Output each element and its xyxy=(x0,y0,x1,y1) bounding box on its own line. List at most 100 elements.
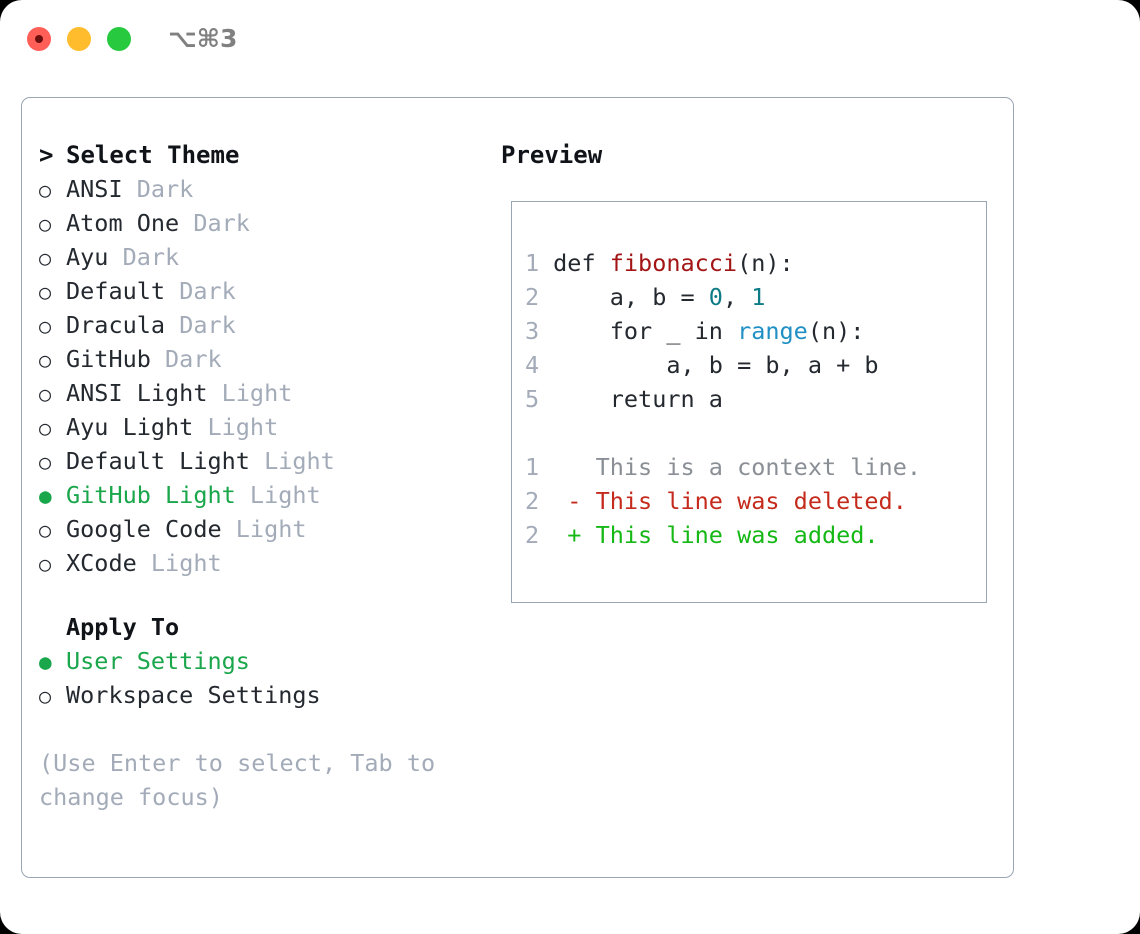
radio-unselected-icon: ○ xyxy=(39,314,52,338)
apply-to-option-label: User Settings xyxy=(66,647,250,675)
diff-marker: - xyxy=(567,487,596,515)
line-number: 2 xyxy=(525,283,540,311)
theme-list-item[interactable]: ○GitHub Dark xyxy=(39,342,509,376)
preview-column: Preview 1 def fibonacci(n):2 a, b = 0, 1… xyxy=(501,138,1001,603)
apply-to-header: Apply To xyxy=(39,610,509,644)
theme-list-item[interactable]: ○ANSI Dark xyxy=(39,172,509,206)
radio-unselected-icon: ○ xyxy=(39,416,52,440)
title-bar: ⌥⌘3 xyxy=(0,0,1140,78)
theme-name: Default Light xyxy=(66,447,250,475)
code-token: (n): xyxy=(737,249,794,277)
keyboard-shortcut-label: ⌥⌘3 xyxy=(168,24,238,53)
apply-to-list: ● User Settings ○ Workspace Settings xyxy=(39,644,509,712)
theme-list-item[interactable]: ○Dracula Dark xyxy=(39,308,509,342)
select-theme-header: > Select Theme xyxy=(39,138,509,172)
code-blank-line xyxy=(525,416,921,450)
theme-kind-badge: Dark xyxy=(122,175,194,203)
code-token: 0 xyxy=(708,283,723,311)
line-number: 1 xyxy=(525,453,540,481)
theme-list-item[interactable]: ○Ayu Dark xyxy=(39,240,509,274)
theme-name: Atom One xyxy=(66,209,180,237)
code-token: a, b = b, a + b xyxy=(553,351,879,379)
theme-name: ANSI xyxy=(66,175,123,203)
main-panel: >Select Theme ○ANSI Dark○Atom One Dark○A… xyxy=(21,97,1014,878)
code-line: 3 for _ in range(n): xyxy=(525,314,921,348)
theme-kind-badge: Light xyxy=(193,413,279,441)
radio-selected-icon: ● xyxy=(39,650,52,674)
apply-to-title-label: Apply To xyxy=(66,613,180,641)
line-number: 2 xyxy=(525,487,540,515)
radio-unselected-icon: ○ xyxy=(39,382,52,406)
code-line: 2 a, b = 0, 1 xyxy=(525,280,921,314)
theme-list-item[interactable]: ○ Google Code Light xyxy=(39,512,509,546)
theme-list-item[interactable]: ○Default Light Light xyxy=(39,444,509,478)
radio-unselected-icon: ○ xyxy=(39,212,52,236)
diff-text: This is a context line. xyxy=(595,453,922,481)
line-number: 1 xyxy=(525,249,540,277)
apply-to-indent xyxy=(39,610,66,644)
theme-name: Google Code xyxy=(66,515,222,543)
radio-unselected-icon: ○ xyxy=(39,348,52,372)
radio-unselected-icon: ○ xyxy=(39,684,52,708)
spacer xyxy=(39,580,509,610)
select-theme-title: Select Theme xyxy=(66,141,240,169)
theme-kind-badge: Light xyxy=(207,379,293,407)
theme-list-item[interactable]: ○ Default Dark xyxy=(39,274,509,308)
apply-to-option-label: Workspace Settings xyxy=(66,681,321,709)
code-token: fibonacci xyxy=(609,249,738,277)
code-token: range xyxy=(737,317,808,345)
theme-list-item[interactable]: ○XCode Light xyxy=(39,546,509,580)
theme-name: GitHub xyxy=(66,345,151,373)
theme-name: ANSI Light xyxy=(66,379,208,407)
code-line: 5 return a xyxy=(525,382,921,416)
theme-list-item[interactable]: ○ Ayu Light Light xyxy=(39,410,509,444)
theme-list-item[interactable]: ○ ANSI Light Light xyxy=(39,376,509,410)
theme-list-item[interactable]: ●GitHub Light Light xyxy=(39,478,509,512)
code-token: , xyxy=(722,283,752,311)
line-number: 3 xyxy=(525,317,540,345)
code-token: (n): xyxy=(807,317,865,345)
theme-name: Ayu Light xyxy=(66,413,194,441)
caret-icon: > xyxy=(39,141,54,169)
theme-picker-column: >Select Theme ○ANSI Dark○Atom One Dark○A… xyxy=(39,138,509,814)
radio-unselected-icon: ○ xyxy=(39,450,52,474)
radio-unselected-icon: ○ xyxy=(39,518,52,542)
theme-list: ○ANSI Dark○Atom One Dark○Ayu Dark○Defaul… xyxy=(39,172,509,580)
spacer xyxy=(39,712,509,746)
code-token: a, b = xyxy=(553,283,709,311)
theme-name: Ayu xyxy=(66,243,109,271)
theme-kind-badge: Light xyxy=(221,515,307,543)
diff-line: 2 - This line was deleted. xyxy=(525,484,921,518)
line-number: 2 xyxy=(525,521,540,549)
minimize-button[interactable] xyxy=(67,27,91,51)
keyboard-hint-text: (Use Enter to select, Tab to change focu… xyxy=(39,749,450,811)
radio-selected-icon: ● xyxy=(39,484,52,508)
diff-line: 1 This is a context line. xyxy=(525,450,921,484)
code-line: 1 def fibonacci(n): xyxy=(525,246,921,280)
diff-line: 2 + This line was added. xyxy=(525,518,921,552)
preview-title: Preview xyxy=(501,141,603,169)
apply-to-option[interactable]: ○ Workspace Settings xyxy=(39,678,509,712)
diff-marker: + xyxy=(567,521,596,549)
theme-list-item[interactable]: ○ Atom One Dark xyxy=(39,206,509,240)
radio-unselected-icon: ○ xyxy=(39,552,52,576)
theme-kind-badge: Light xyxy=(136,549,222,577)
theme-name: GitHub Light xyxy=(66,481,236,509)
theme-kind-badge: Dark xyxy=(165,277,236,305)
code-token: 1 xyxy=(751,283,766,311)
diff-text: This line was added. xyxy=(595,521,879,549)
diff-text: This line was deleted. xyxy=(595,487,907,515)
diff-marker xyxy=(567,453,595,481)
code-token: for _ in xyxy=(553,317,738,345)
code-line: 4 a, b = b, a + b xyxy=(525,348,921,382)
apply-to-option[interactable]: ● User Settings xyxy=(39,644,509,678)
radio-unselected-icon: ○ xyxy=(39,280,52,304)
theme-kind-badge: Dark xyxy=(165,311,236,339)
theme-kind-badge: Dark xyxy=(179,209,250,237)
line-number: 5 xyxy=(525,385,540,413)
maximize-button[interactable] xyxy=(107,27,131,51)
code-token: def xyxy=(553,249,610,277)
theme-name: Default xyxy=(66,277,166,305)
